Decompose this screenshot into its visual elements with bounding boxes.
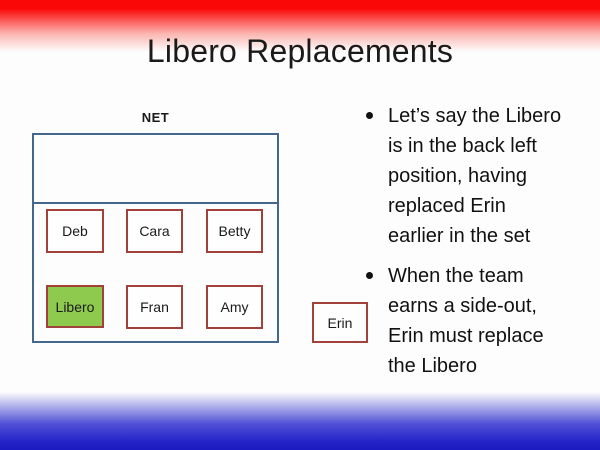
- bullet-list: Let’s say the Libero is in the back left…: [366, 101, 588, 381]
- player-box-betty: Betty: [206, 209, 263, 253]
- slide-title: Libero Replacements: [146, 33, 454, 69]
- bullet-text: Let’s say the Libero is in the back left…: [388, 105, 562, 247]
- player-box-deb: Deb: [46, 209, 104, 253]
- player-box-amy: Amy: [206, 285, 263, 329]
- attack-line: [32, 202, 279, 204]
- bullet-item: When the team earns a side-out, Erin mus…: [366, 261, 588, 381]
- bottom-gradient-bar: [0, 392, 600, 450]
- court-outline: [32, 133, 279, 343]
- player-box-fran: Fran: [126, 285, 183, 329]
- top-gradient-bar: [0, 0, 600, 54]
- player-box-libero: Libero: [46, 285, 104, 328]
- player-box-cara: Cara: [126, 209, 183, 253]
- net-label: NET: [141, 110, 170, 125]
- bullet-item: Let’s say the Libero is in the back left…: [366, 101, 588, 251]
- bullet-dot: [366, 272, 373, 279]
- bullet-text: When the team earns a side-out, Erin mus…: [388, 265, 544, 377]
- player-box-erin: Erin: [312, 302, 368, 343]
- bullet-dot: [366, 112, 373, 119]
